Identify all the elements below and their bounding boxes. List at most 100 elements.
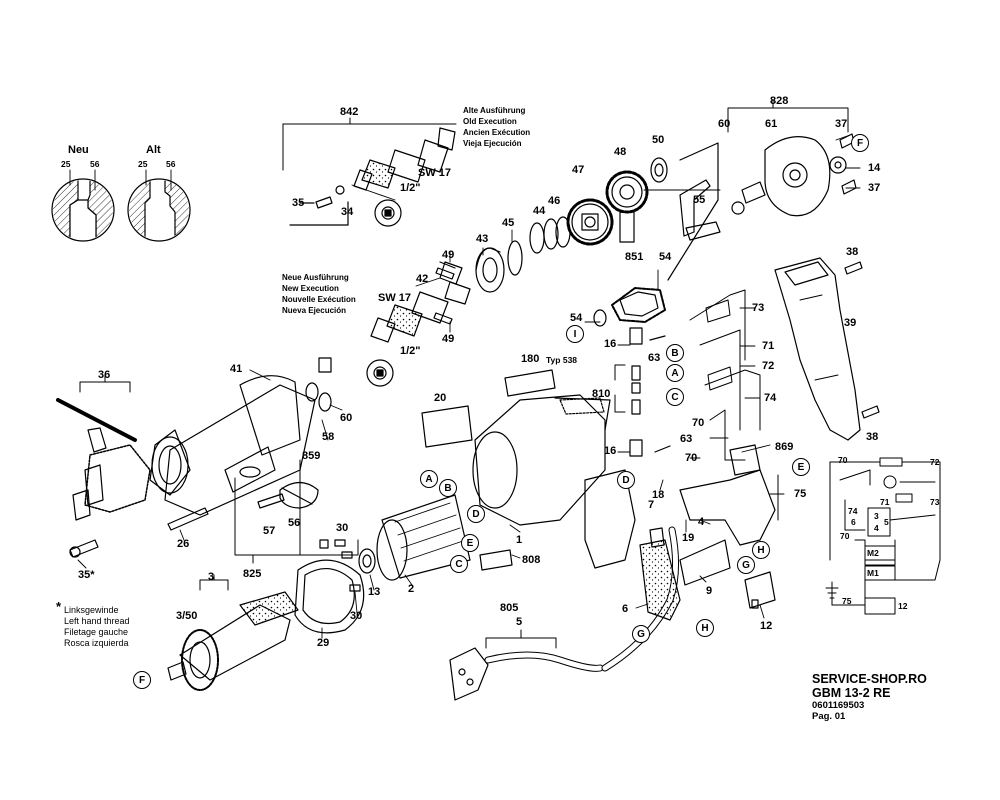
part-12 xyxy=(744,571,776,609)
schematic-71: 71 xyxy=(880,497,890,507)
part-61: 61 xyxy=(765,118,778,130)
callout-f-top: F xyxy=(851,134,869,152)
motor-housing-1 xyxy=(472,394,636,569)
bracket-842 xyxy=(282,117,457,171)
part-810: 810 xyxy=(592,388,611,400)
part-851: 851 xyxy=(625,251,644,263)
gear-housing-41 xyxy=(149,375,316,516)
washer-50 xyxy=(650,157,668,183)
label-alt-56: 56 xyxy=(166,159,176,169)
schematic-70: 70 xyxy=(838,455,848,465)
switch-4 xyxy=(679,444,779,546)
part-37-top: 37 xyxy=(835,118,848,130)
part-29: 29 xyxy=(317,637,330,649)
part-5: 5 xyxy=(516,616,523,628)
schematic-5: 5 xyxy=(884,517,889,527)
spring-57 xyxy=(257,493,285,509)
part-49-top: 49 xyxy=(442,249,455,261)
part-half-inch-new: 1/2" xyxy=(400,345,421,357)
thread-note-de: Linksgewinde xyxy=(64,605,119,615)
part-57: 57 xyxy=(263,525,276,537)
callout-b-motor: B xyxy=(439,479,457,497)
part-842: 842 xyxy=(340,106,359,118)
part-6: 6 xyxy=(622,603,629,615)
part-35-star: 35* xyxy=(78,569,95,581)
part-43: 43 xyxy=(476,233,489,245)
callout-e-right: E xyxy=(792,458,810,476)
part-37-bottom: 37 xyxy=(868,182,881,194)
part-46: 46 xyxy=(548,195,561,207)
part-38-top: 38 xyxy=(846,246,859,258)
old-execution-de: Alte Ausführung xyxy=(463,106,526,115)
pins-30 xyxy=(334,539,361,592)
footer-page: Pag. 01 xyxy=(812,711,846,722)
callout-a-motor: A xyxy=(420,470,438,488)
callout-h-right: H xyxy=(752,541,770,559)
part-63-top: 63 xyxy=(648,352,661,364)
old-execution-text: Alte Ausführung Old Execution Ancien Exé… xyxy=(463,105,530,149)
part-13: 13 xyxy=(368,586,381,598)
part-26: 26 xyxy=(177,538,190,550)
callout-c-right: C xyxy=(666,388,684,406)
schematic-70b: 70 xyxy=(840,531,850,541)
part-3-50: 3/50 xyxy=(176,610,198,622)
part-75: 75 xyxy=(794,488,807,500)
part-30-bottom: 30 xyxy=(350,610,363,622)
gear-47 xyxy=(566,198,614,246)
schematic-3: 3 xyxy=(874,511,879,521)
callout-d-motor: D xyxy=(467,505,485,523)
callout-b-right: B xyxy=(666,344,684,362)
part-825: 825 xyxy=(243,568,262,580)
lever-55 xyxy=(667,142,721,281)
part-869: 869 xyxy=(775,441,794,453)
schematic-4: 4 xyxy=(874,523,879,533)
part-20: 20 xyxy=(434,392,447,404)
schematic-m1: M1 xyxy=(867,568,879,578)
callout-g-bottom: G xyxy=(632,625,650,643)
schematic-m2: M2 xyxy=(867,548,879,558)
new-execution-en: New Execution xyxy=(282,284,339,293)
handle-39 xyxy=(774,257,861,441)
part-7: 7 xyxy=(648,499,655,511)
knob-56 xyxy=(279,481,319,509)
part-9 xyxy=(679,539,731,586)
footer-model: GBM 13-2 RE xyxy=(812,686,891,700)
part-18: 18 xyxy=(652,489,665,501)
schematic-73: 73 xyxy=(930,497,940,507)
callout-c-motor: C xyxy=(450,555,468,573)
schematic-75: 75 xyxy=(842,596,852,606)
screw-26 xyxy=(167,507,209,531)
part-1: 1 xyxy=(516,534,523,546)
label-neu-25: 25 xyxy=(61,159,71,169)
part-typ538: Typ 538 xyxy=(546,355,578,365)
screw-35-star xyxy=(69,539,99,558)
stator-2 xyxy=(376,494,471,581)
schematic-6: 6 xyxy=(851,517,856,527)
callout-i: I xyxy=(566,325,584,343)
part-35: 35 xyxy=(292,197,305,209)
part-54-left: 54 xyxy=(570,312,583,324)
part-58: 58 xyxy=(322,431,335,443)
part-9: 9 xyxy=(706,585,713,597)
old-execution-fr: Ancien Exécution xyxy=(463,128,531,137)
footer: SERVICE-SHOP.RO GBM 13-2 RE 0601169503 P… xyxy=(812,672,927,722)
callout-e-motor: E xyxy=(461,534,479,552)
schematic-12: 12 xyxy=(898,601,908,611)
armature-3 xyxy=(167,574,299,691)
cable-guard-6 xyxy=(639,527,681,621)
part-42: 42 xyxy=(416,273,429,285)
old-execution-es: Vieja Ejecución xyxy=(463,139,522,148)
callout-g-right: G xyxy=(737,556,755,574)
part-sw17-old: SW 17 xyxy=(418,167,452,179)
part-3: 3 xyxy=(208,571,215,583)
part-41: 41 xyxy=(230,363,243,375)
rings-44-46 xyxy=(507,216,571,276)
part-49-bottom: 49 xyxy=(442,333,455,345)
new-execution-es: Nueva Ejecución xyxy=(282,306,347,315)
part-16-top: 16 xyxy=(604,338,617,350)
thread-note: Linksgewinde Left hand thread Filetage g… xyxy=(64,605,130,649)
spindle-old xyxy=(289,127,456,227)
thread-note-en: Left hand thread xyxy=(64,616,130,626)
callout-h-bottom: H xyxy=(696,619,714,637)
bracket-825 xyxy=(234,459,359,564)
